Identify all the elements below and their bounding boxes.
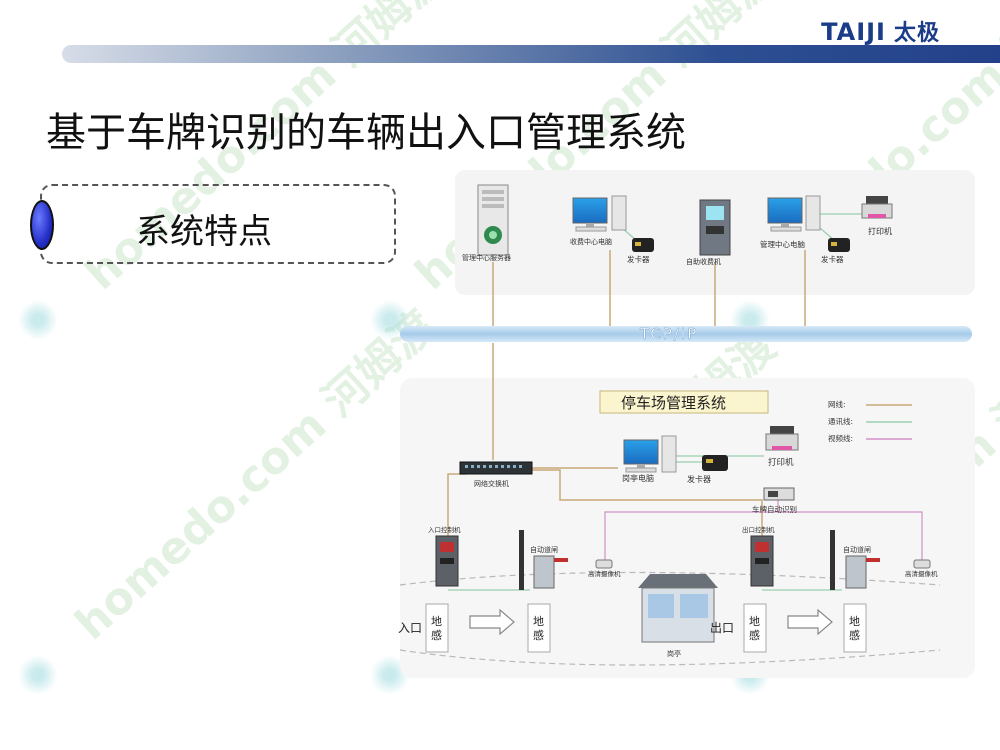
line-legend: 网线: 通讯线: 视频线: <box>828 399 912 443</box>
card-issuer-label: 发卡器 <box>687 474 711 484</box>
bullet-oval-icon <box>30 200 54 250</box>
entry-camera-label: 高清摄像机 <box>588 569 621 578</box>
camera-icon <box>595 559 613 569</box>
booth-icon <box>638 574 718 643</box>
legend-network: 网线: <box>828 399 846 409</box>
direction-arrow <box>469 608 833 636</box>
ground-loop <box>843 603 867 653</box>
loop-label: 地感 <box>533 615 544 642</box>
backbone-label: TCP/IP <box>639 325 698 343</box>
lpr-label: 车牌自动识别 <box>752 504 797 514</box>
logo-latin: TAIJI <box>821 18 886 46</box>
page-title: 基于车牌识别的车辆出入口管理系统 <box>46 110 686 156</box>
printer-icon <box>765 426 799 451</box>
ground-loop <box>527 603 551 653</box>
card-reader-icon <box>828 238 850 252</box>
site-area <box>400 378 975 678</box>
exit-camera-label: 高清摄像机 <box>905 569 938 578</box>
card-reader-icon <box>632 238 654 252</box>
exit-label: 出口 <box>710 621 734 635</box>
entry-label: 入口 <box>398 621 422 635</box>
computer-icon <box>623 435 677 473</box>
parking-system-title: 停车场管理系统 <box>621 394 726 412</box>
entry-barrier-label: 自动道闸 <box>530 545 558 554</box>
legend-video: 视频线: <box>828 433 853 443</box>
booth-pc-label: 岗亭电脑 <box>622 473 654 483</box>
tcp-ip-backbone <box>400 326 972 342</box>
loop-label: 地感 <box>431 615 442 642</box>
self-pay-label: 自助收费机 <box>686 257 721 266</box>
billing-pc-label: 收费中心电脑 <box>570 237 612 246</box>
ground-loop <box>425 603 449 653</box>
camera-icon <box>913 559 931 569</box>
printer-label: 打印机 <box>768 457 794 468</box>
switch-label: 网络交换机 <box>474 479 509 488</box>
mgmt-pc-label: 管理中心电脑 <box>760 239 805 249</box>
header-bar <box>62 45 1000 63</box>
exit-barrier-label: 自动道闸 <box>843 545 871 554</box>
exit-controller-icon <box>750 535 774 587</box>
kiosk-icon <box>699 199 731 256</box>
entry-controller-label: 入口控制机 <box>428 525 461 534</box>
computer-icon <box>572 195 627 232</box>
loop-label: 地感 <box>749 615 760 642</box>
printer-icon <box>861 196 893 219</box>
card-issuer-label: 发卡器 <box>627 254 650 264</box>
feature-label: 系统特点 <box>136 212 272 252</box>
booth-label: 岗亭 <box>667 649 681 658</box>
server-icon <box>477 184 509 256</box>
entry-controller-icon <box>435 535 459 587</box>
exit-controller-label: 出口控制机 <box>742 525 775 534</box>
loop-label: 地感 <box>849 615 860 642</box>
top-network-lines <box>492 250 806 460</box>
printer-label: 打印机 <box>868 226 892 236</box>
parking-title-box <box>599 390 769 414</box>
network-switch-icon <box>459 461 533 475</box>
card-reader-icon <box>702 455 728 471</box>
lpr-module-icon <box>763 487 795 501</box>
road-lines <box>399 571 941 666</box>
ground-loop <box>743 603 767 653</box>
taiji-logo: TAIJI 太极 <box>821 15 940 47</box>
card-issuer-label: 发卡器 <box>821 254 844 264</box>
logo-cn: 太极 <box>893 21 940 46</box>
legend-comm: 通讯线: <box>828 416 853 426</box>
server-label: 管理中心服务器 <box>462 253 511 262</box>
computer-icon <box>767 195 821 232</box>
barrier-gate-icon <box>519 530 568 590</box>
barrier-gate-icon <box>830 530 880 590</box>
